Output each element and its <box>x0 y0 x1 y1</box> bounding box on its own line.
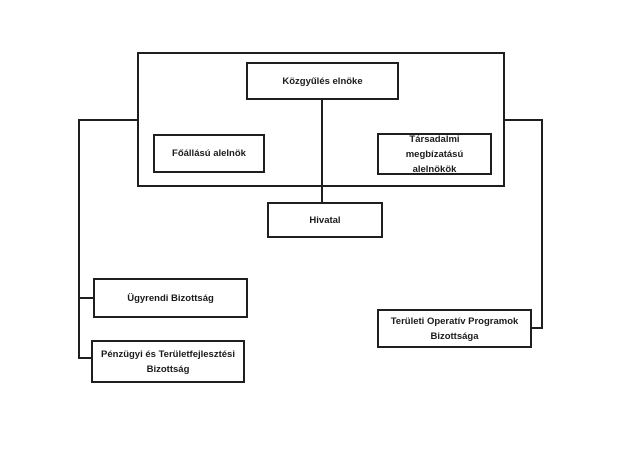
node-finance-committee: Pénzügyi és Területfejlesztési Bizottság <box>91 340 245 383</box>
connector-right-horizontal <box>505 119 543 121</box>
connector-left-vertical <box>78 119 80 359</box>
connector-stub-finance-committee <box>78 357 91 359</box>
connector-chairman-office <box>321 100 323 202</box>
connector-stub-territorial-committee <box>532 327 543 329</box>
node-territorial-committee: Területi Operatív Programok Bizottsága <box>377 309 532 348</box>
node-office: Hivatal <box>267 202 383 238</box>
connector-left-horizontal <box>78 119 137 121</box>
node-chairman: Közgyűlés elnöke <box>246 62 399 100</box>
connector-right-vertical <box>541 119 543 329</box>
connector-stub-rules-committee <box>78 297 93 299</box>
node-rules-committee: Ügyrendi Bizottság <box>93 278 248 318</box>
node-fulltime-vice-president: Főállású alelnök <box>153 134 265 173</box>
node-social-mandate-vice-presidents: Társadalmi megbízatású alelnökök <box>377 133 492 175</box>
